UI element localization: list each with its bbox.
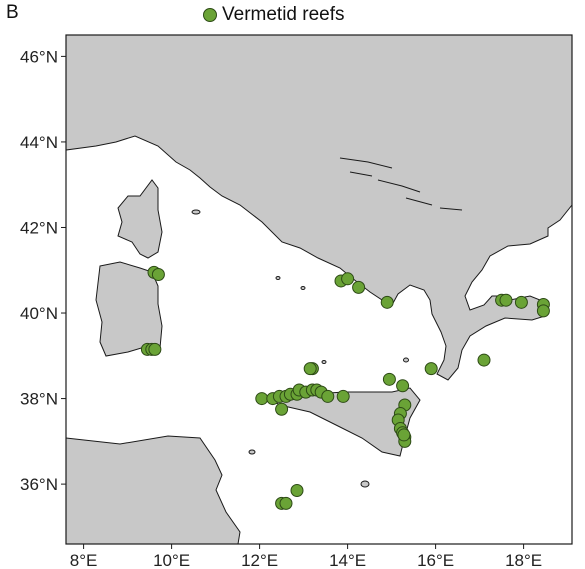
y-axis: 36°N 38°N 40°N 42°N 44°N 46°N: [20, 47, 66, 494]
reef-marker-11: [499, 293, 513, 307]
x-tick-label: 10°E: [153, 551, 190, 569]
reef-marker-18: [396, 379, 410, 393]
land-pantelleria: [248, 449, 256, 455]
land-ustica: [321, 360, 327, 364]
y-tick-label: 42°N: [20, 218, 58, 237]
x-axis: 8°E 10°E 12°E 14°E 16°E 18°E: [70, 544, 542, 569]
panel-label: B: [6, 2, 19, 23]
plot-frame: [65, 34, 573, 545]
reef-marker-21: [255, 392, 269, 406]
y-tick-label: 44°N: [20, 133, 58, 152]
land-elba: [191, 209, 201, 215]
reef-marker-2: [151, 268, 165, 282]
reef-marker-42: [397, 428, 411, 442]
reef-marker-45: [290, 484, 304, 498]
reef-marker-15: [477, 353, 491, 367]
reef-marker-34: [275, 402, 289, 416]
reef-marker-32: [321, 389, 335, 403]
reef-marker-8: [352, 280, 366, 294]
legend: Vermetid reefs: [203, 4, 345, 26]
reef-marker-9: [380, 295, 394, 309]
land-sicily: [261, 387, 421, 457]
reef-marker-7: [341, 272, 355, 286]
land-capri: [300, 286, 306, 290]
x-tick-label: 14°E: [329, 551, 366, 569]
reef-marker-16: [424, 362, 438, 376]
croatian-islands: [339, 157, 463, 211]
reef-marker-5: [148, 342, 162, 356]
y-tick-label: 40°N: [20, 304, 58, 323]
land-layer: [65, 34, 573, 545]
land-ponza: [275, 276, 281, 280]
land-north-africa: [65, 435, 241, 545]
x-tick-label: 16°E: [417, 551, 454, 569]
land-malta: [360, 480, 370, 488]
reef-markers: [140, 265, 550, 510]
y-tick-label: 36°N: [20, 475, 58, 494]
land-stromboli: [403, 357, 409, 363]
legend-marker-icon: [203, 8, 217, 22]
x-tick-label: 12°E: [241, 551, 278, 569]
reef-marker-17: [382, 372, 396, 386]
reef-marker-20: [303, 362, 317, 376]
land-italy-balkans: [65, 34, 573, 381]
reef-marker-44: [279, 496, 293, 510]
y-tick-label: 38°N: [20, 390, 58, 409]
reef-marker-14: [536, 304, 550, 318]
x-tick-label: 18°E: [505, 551, 542, 569]
reef-marker-12: [514, 295, 528, 309]
land-corsica: [117, 179, 163, 259]
y-tick-label: 46°N: [20, 47, 58, 66]
reef-marker-33: [336, 389, 350, 403]
legend-label: Vermetid reefs: [222, 4, 345, 25]
x-tick-label: 8°E: [70, 551, 98, 569]
